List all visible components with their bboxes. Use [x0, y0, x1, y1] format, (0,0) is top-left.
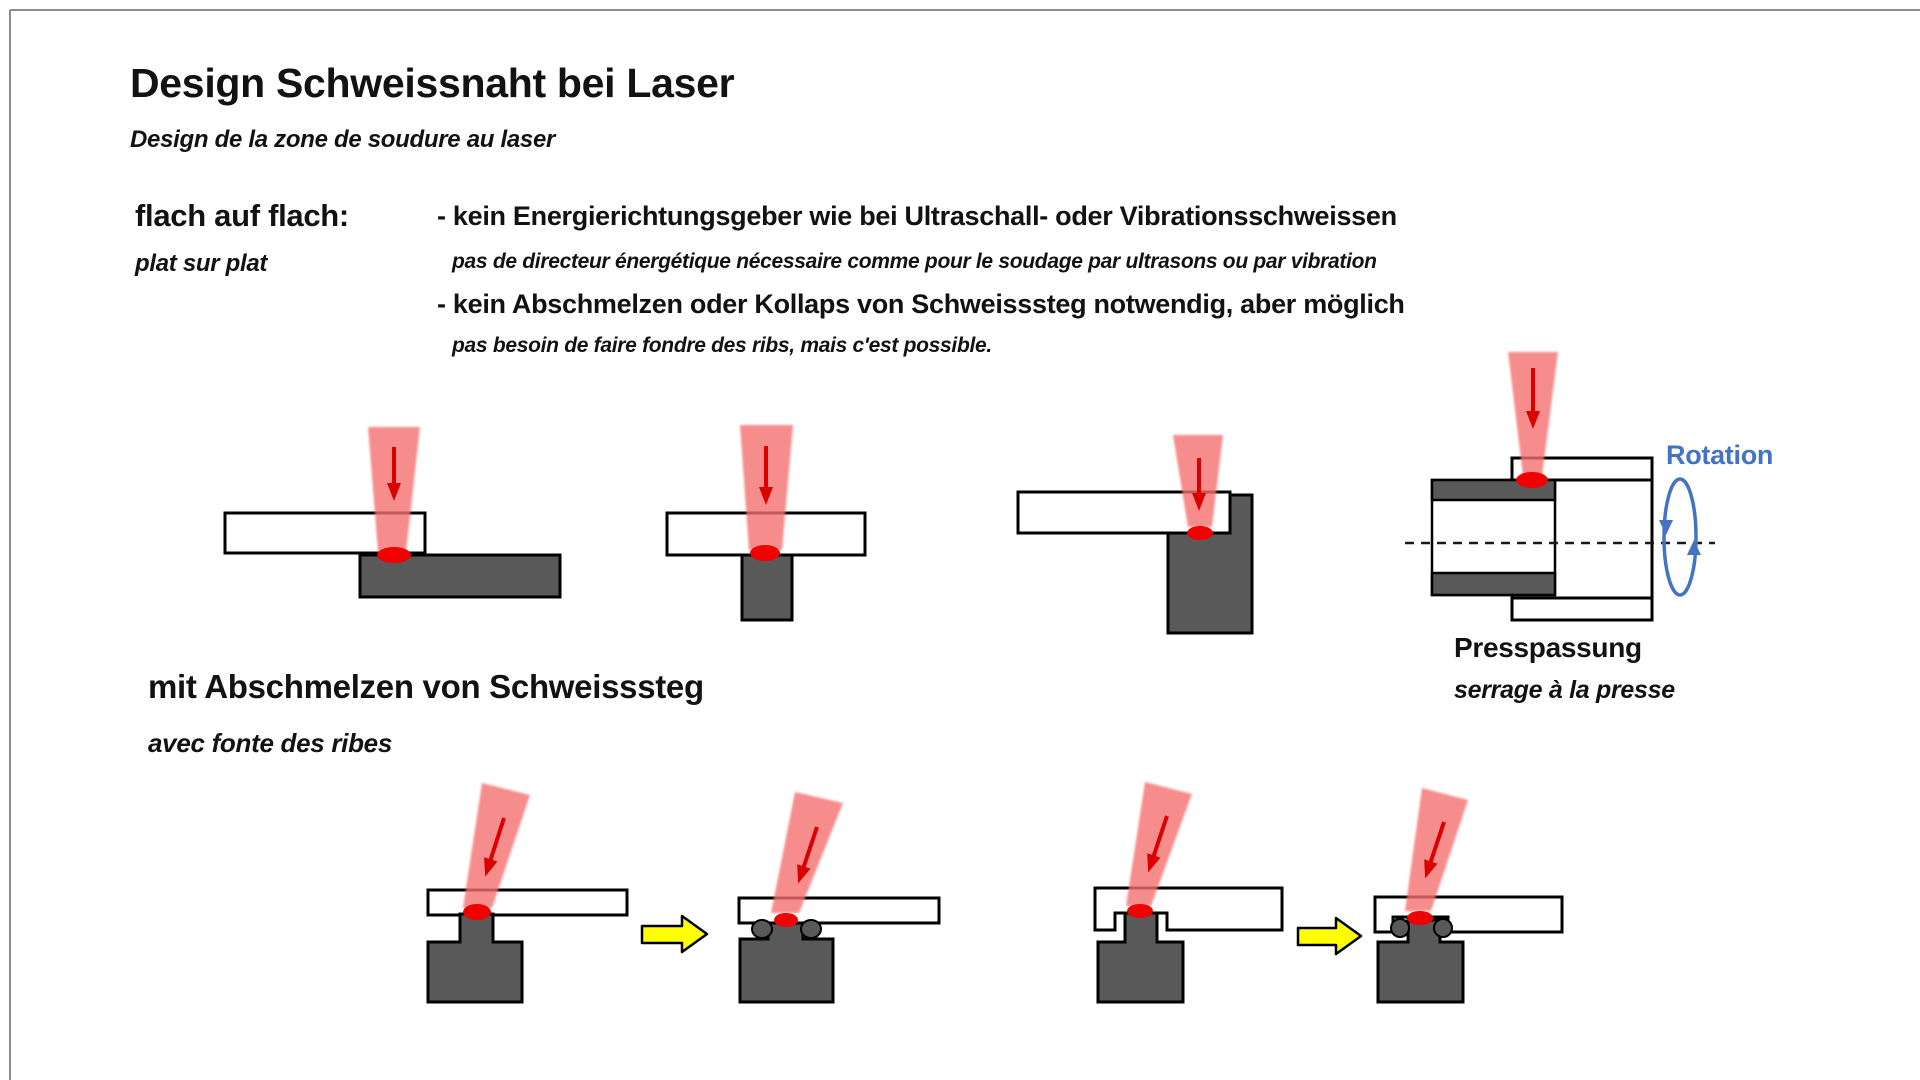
melt-flash-right	[1433, 918, 1453, 938]
lower-rib	[740, 553, 794, 622]
upper-plate-with-groove	[1093, 886, 1284, 932]
section-flat-label-de: flach auf flach:	[135, 198, 349, 233]
diagram-groove-before	[1093, 782, 1284, 1004]
diagram-lap-joint	[223, 427, 562, 599]
transform-arrow-icon	[640, 914, 709, 954]
section-melt-label-fr: avec fonte des ribes	[148, 728, 392, 758]
melt-flash-left	[1390, 918, 1410, 938]
bullet-2-de: - kein Abschmelzen oder Kollaps von Schw…	[437, 289, 1405, 319]
rotation-label: Rotation	[1666, 440, 1774, 470]
laser-direction-arrow	[484, 817, 506, 877]
laser-direction-arrow	[1147, 815, 1169, 873]
page-title: Design Schweissnaht bei Laser	[130, 60, 735, 106]
diagram-press-fit	[1405, 352, 1715, 622]
rotation-ellipse-icon	[1662, 477, 1698, 597]
section-melt-label-de: mit Abschmelzen von Schweisssteg	[148, 668, 704, 705]
section-flat-label-fr: plat sur plat	[135, 250, 268, 277]
diagram-rib-before	[426, 783, 629, 1004]
bullet-1-de: - kein Energierichtungsgeber wie bei Ult…	[437, 201, 1397, 231]
weld-spot	[1407, 911, 1433, 925]
bullet-2-fr: pas besoin de faire fondre des ribs, mai…	[452, 334, 992, 357]
weld-spot	[377, 547, 411, 563]
weld-spot	[750, 545, 780, 561]
diagram-step-joint	[1016, 435, 1254, 635]
rib-base-part	[426, 912, 524, 1004]
lower-step-part	[1166, 493, 1254, 635]
diagram-rib-after	[737, 792, 941, 1004]
weld-spot	[1516, 472, 1548, 488]
rotation-arrowhead-down-icon	[1659, 520, 1673, 535]
page-subtitle-fr: Design de la zone de soudure au laser	[130, 126, 556, 153]
rotation-arrowhead-up-icon	[1687, 540, 1701, 555]
inner-tube-bottom-wall	[1430, 571, 1557, 597]
transform-arrow-icon	[1296, 916, 1363, 956]
melt-flash-left	[751, 919, 773, 939]
bullet-1-fr: pas de directeur énergétique nécessaire …	[452, 250, 1377, 273]
pressfit-label-fr: serrage à la presse	[1454, 676, 1675, 704]
laser-direction-arrow	[797, 826, 819, 884]
weld-spot	[1187, 526, 1213, 540]
diagram-t-joint	[665, 425, 867, 622]
rib-base-part	[1096, 911, 1185, 1004]
melt-flash-right	[800, 919, 822, 939]
upper-plate	[737, 896, 941, 925]
weld-spot	[463, 904, 491, 920]
upper-plate	[426, 888, 629, 917]
laser-direction-arrow	[1424, 821, 1446, 879]
pressfit-label-de: Presspassung	[1454, 632, 1642, 663]
diagram-groove-after	[1373, 788, 1564, 1004]
weld-spot	[1127, 904, 1153, 918]
weld-spot	[774, 913, 798, 927]
